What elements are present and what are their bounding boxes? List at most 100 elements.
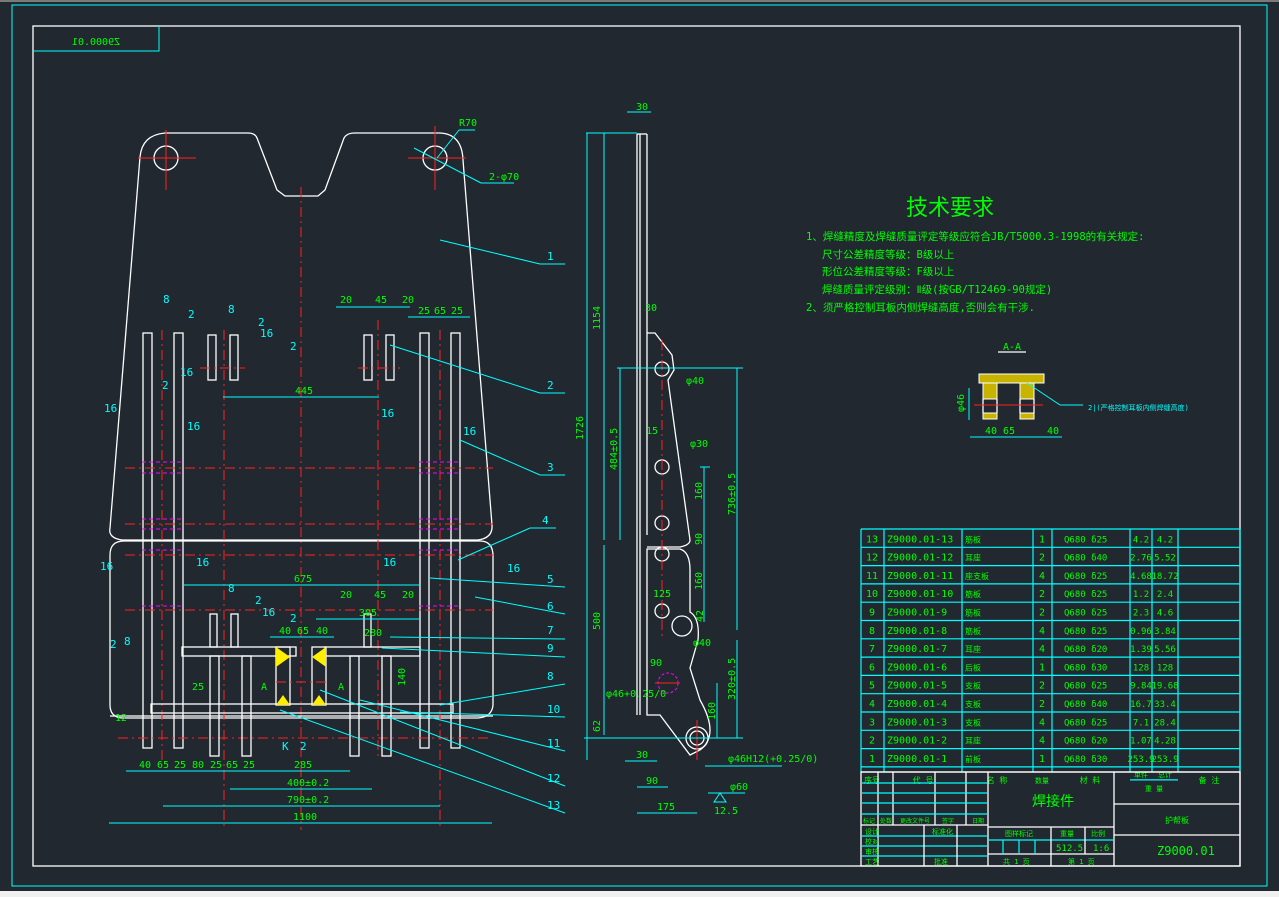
upper-beam-left bbox=[181, 646, 297, 657]
row-code: Z9000.01-12 bbox=[887, 553, 953, 564]
header-remark: 备 注 bbox=[1199, 775, 1220, 785]
tech-req-line-3: 形位公差精度等级：F级以上 bbox=[822, 265, 954, 278]
row-number: 2 bbox=[869, 736, 875, 747]
balloon-2: 2 bbox=[547, 379, 554, 392]
dim-140: 140 bbox=[397, 668, 408, 686]
row-number: 12 bbox=[866, 553, 878, 564]
balloon-10: 10 bbox=[547, 703, 560, 716]
dim-400: 400±0.2 bbox=[287, 778, 329, 789]
side-dim-62: 62 bbox=[592, 720, 603, 732]
balloon-5: 5 bbox=[547, 573, 554, 586]
row-material: Q680 δ20 bbox=[1064, 737, 1107, 747]
role-standardization: 标准化 bbox=[932, 827, 953, 836]
row-number: 9 bbox=[869, 608, 875, 619]
radius-label: R70 bbox=[459, 118, 477, 129]
weld-count-2-h: 2 bbox=[300, 740, 307, 753]
right-support-ribs bbox=[363, 320, 461, 830]
mirrored-drawing-number: Z9000.01 bbox=[72, 37, 120, 48]
section-dim-phi46: φ46 bbox=[956, 394, 967, 412]
row-total-weight: 253.9 bbox=[1151, 755, 1178, 765]
weld-count-2-g: 2 bbox=[290, 612, 297, 625]
row-name: 耳座 bbox=[965, 736, 981, 746]
row-name: 筋板 bbox=[965, 608, 981, 618]
role-process: 工艺 bbox=[865, 858, 879, 866]
side-dim-1726: 1726 bbox=[575, 416, 586, 440]
row-unit-weight: 1.39 bbox=[1130, 645, 1152, 655]
row-total-weight: 4.28 bbox=[1154, 737, 1176, 747]
part-type: 焊接件 bbox=[1032, 793, 1074, 810]
row-name: 座支板 bbox=[965, 571, 989, 581]
row-qty: 4 bbox=[1039, 717, 1045, 728]
weight-value: 512.5 bbox=[1056, 844, 1083, 854]
row-material: Q680 δ30 bbox=[1064, 663, 1107, 673]
scale-value: 1:6 bbox=[1093, 844, 1109, 854]
dim-25-left: 25 bbox=[192, 682, 204, 693]
row-number: 6 bbox=[869, 662, 875, 673]
weld-size-16-g: 16 bbox=[100, 560, 113, 573]
weld-symbols: 8 2 8 2 16 2 16 2 16 16 16 16 16 16 16 8… bbox=[100, 293, 520, 753]
technical-requirements: 技术要求 1、焊缝精度及焊缝质量评定等级应符合JB/T5000.3-1998的有… bbox=[806, 196, 1144, 314]
section-a-a: A-A 40 65 40 φ46 2|(严格控制耳板内侧焊缝高度) bbox=[956, 342, 1189, 438]
dim-lower-20-b: 20 bbox=[402, 590, 414, 601]
dim-b-25-c: 25 bbox=[243, 760, 255, 771]
row-unit-weight: 2.3 bbox=[1133, 609, 1149, 619]
lower-beam bbox=[150, 703, 454, 714]
upper-beam-right bbox=[324, 646, 421, 657]
dim-445: 445 bbox=[295, 386, 313, 397]
row-name: 后板 bbox=[965, 662, 981, 672]
role-approve: 批准 bbox=[934, 857, 948, 866]
tech-req-title: 技术要求 bbox=[906, 196, 994, 221]
window-bottom-bar bbox=[0, 891, 1279, 897]
row-name: 筋板 bbox=[965, 626, 981, 636]
row-material: Q680 δ40 bbox=[1064, 700, 1107, 710]
side-dim-320: 320±0.5 bbox=[727, 658, 738, 700]
weld-size-16-c: 16 bbox=[104, 402, 117, 415]
sheets-total: 共 1 页 bbox=[1003, 857, 1030, 866]
side-dim-phi46h12: φ46H12(+0.25/0) bbox=[728, 754, 818, 765]
weld-k: K bbox=[282, 740, 289, 753]
role-check: 校对 bbox=[865, 837, 879, 846]
row-name: 筋板 bbox=[965, 589, 981, 599]
side-dim-175: 175 bbox=[657, 802, 675, 813]
side-dim-phi40-b: φ40 bbox=[693, 638, 711, 649]
weld-count-2-e: 2 bbox=[255, 594, 262, 607]
balloon-9: 9 bbox=[547, 642, 554, 655]
side-dim-125: 125 bbox=[653, 589, 671, 600]
role-review: 审核 bbox=[865, 847, 879, 856]
header-material: 材 料 bbox=[1080, 775, 1101, 785]
header-weight: 重 量 bbox=[1145, 785, 1163, 793]
side-dim-500: 500 bbox=[592, 612, 603, 630]
row-total-weight: 28.4 bbox=[1154, 718, 1176, 728]
dim-790: 790±0.2 bbox=[287, 795, 329, 806]
balloon-7: 7 bbox=[547, 624, 554, 637]
row-code: Z9000.01-10 bbox=[887, 589, 953, 600]
row-name: 支板 bbox=[965, 699, 981, 709]
row-unit-weight: 0.96 bbox=[1130, 627, 1152, 637]
row-number: 3 bbox=[869, 717, 875, 728]
row-qty: 2 bbox=[1039, 553, 1045, 564]
sheet-outer-border bbox=[11, 4, 1268, 887]
weld-size-16-e: 16 bbox=[381, 407, 394, 420]
side-dim-90-a: 90 bbox=[694, 533, 705, 545]
row-unit-weight: 9.84 bbox=[1130, 682, 1152, 692]
balloon-6: 6 bbox=[547, 600, 554, 613]
dim-20-a: 20 bbox=[340, 295, 352, 306]
side-dim-30-b: 30 bbox=[645, 303, 657, 314]
weld-size-16-a: 16 bbox=[260, 327, 273, 340]
dim-b-40: 40 bbox=[139, 760, 151, 771]
row-total-weight: 5.56 bbox=[1154, 645, 1176, 655]
row-total-weight: 128 bbox=[1157, 663, 1173, 673]
row-code: Z9000.01-9 bbox=[887, 608, 947, 619]
dim-285: 285 bbox=[294, 760, 312, 771]
balloon-4: 4 bbox=[542, 514, 549, 527]
row-total-weight: 33.4 bbox=[1154, 700, 1176, 710]
row-code: Z9000.01-7 bbox=[887, 644, 947, 655]
sheet-current: 第 1 页 bbox=[1068, 857, 1095, 866]
row-name: 耳座 bbox=[965, 553, 981, 563]
scale-label: 比例 bbox=[1091, 829, 1105, 838]
weld-size-16-j: 16 bbox=[262, 606, 275, 619]
row-name: 耳座 bbox=[965, 644, 981, 654]
dim-1100: 1100 bbox=[293, 812, 317, 823]
